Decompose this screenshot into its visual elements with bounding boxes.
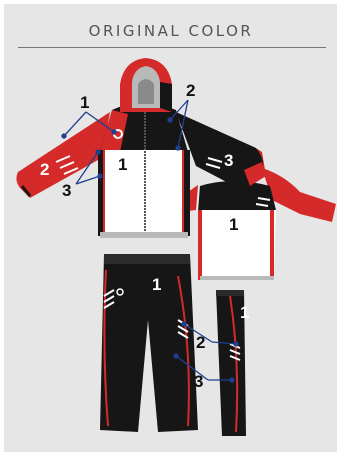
- jacket-label-2-right: 2: [186, 81, 195, 100]
- jacket-label-2-sleeve: 2: [40, 160, 49, 179]
- pants-side-label-2: 2: [196, 333, 205, 352]
- pants-side-label-3: 3: [194, 372, 203, 391]
- jacket-label-1-top: 1: [80, 93, 89, 112]
- pants-front-label-1: 1: [152, 275, 161, 294]
- jacket-label-3-sleeve: 3: [224, 151, 233, 170]
- pants-front: [100, 254, 198, 432]
- jacket-label-1-body: 1: [118, 155, 127, 174]
- jacket-back-label-1: 1: [229, 215, 238, 234]
- pants-side-label-1: 1: [240, 303, 249, 322]
- jacket-label-3-left: 3: [62, 181, 71, 200]
